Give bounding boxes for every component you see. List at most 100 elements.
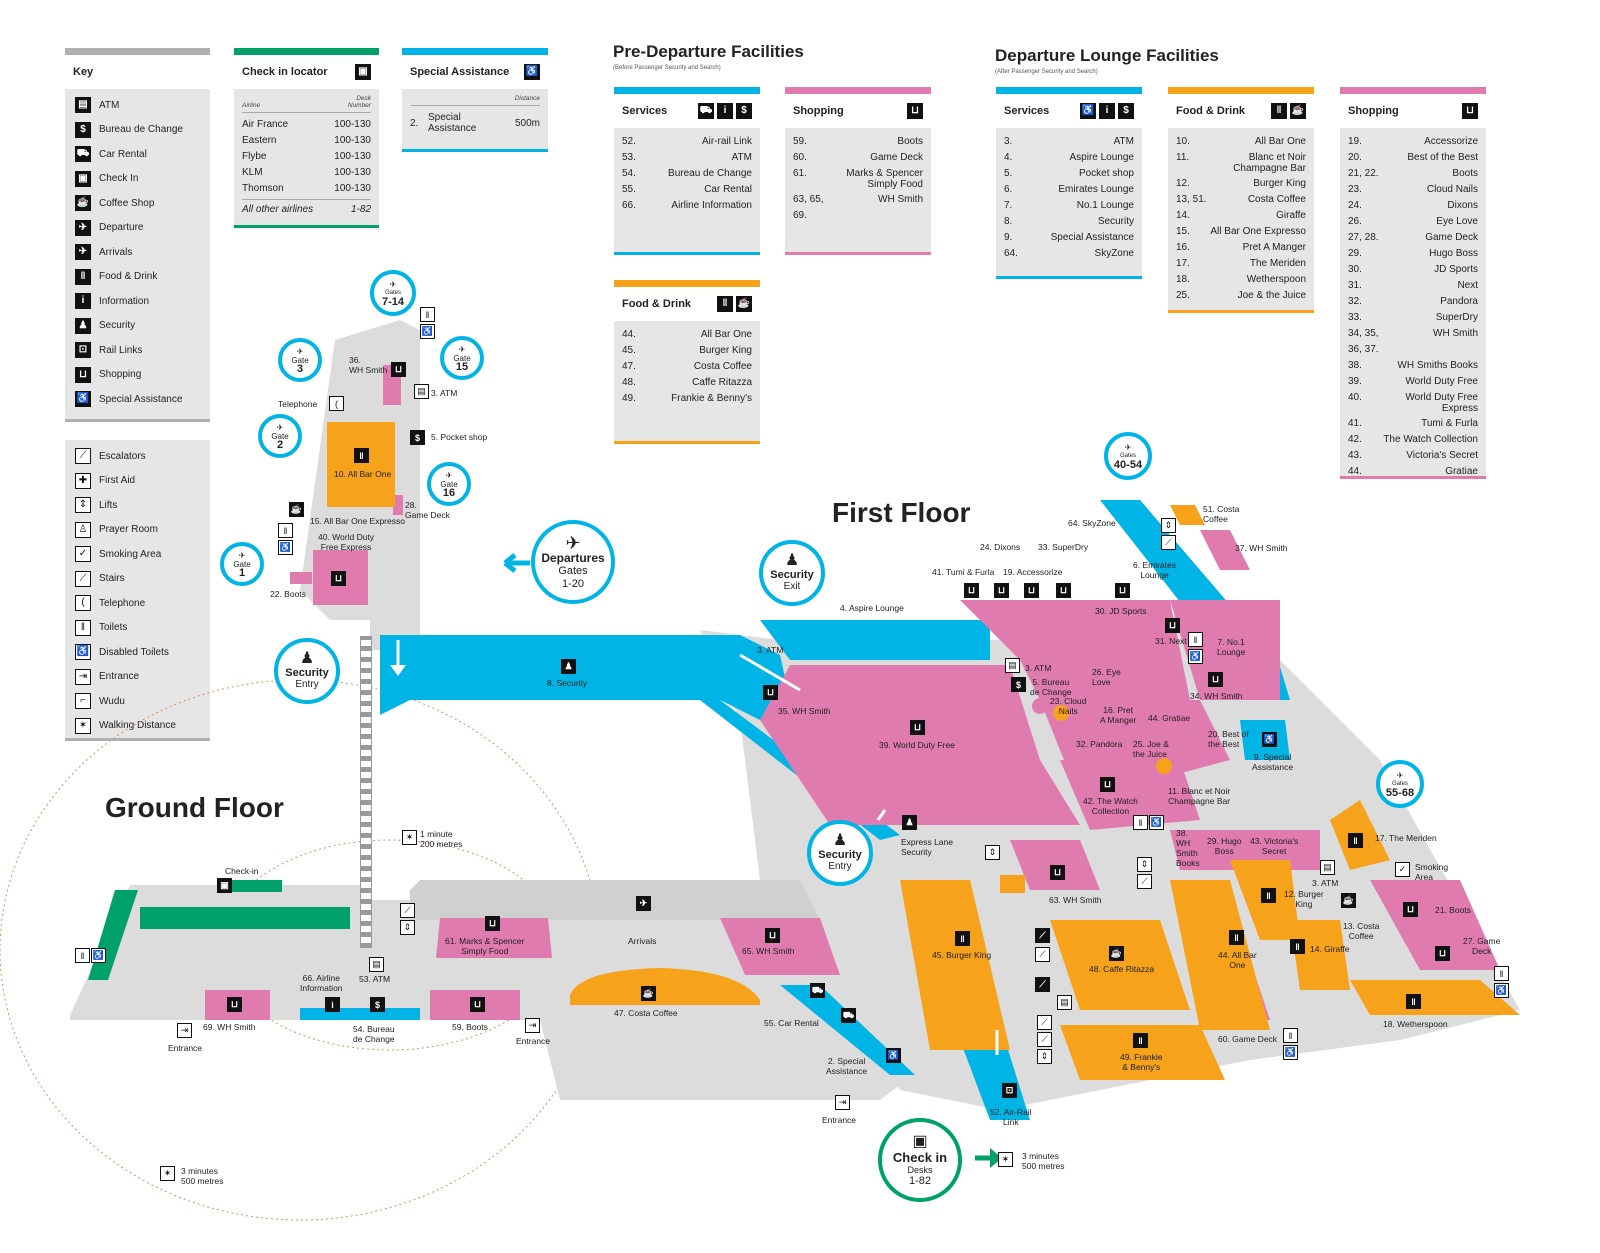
facility-number: 29. [1348, 248, 1362, 259]
facility-row: 33.SuperDry [1348, 310, 1478, 326]
lifts-icon: ⇕ [1037, 1049, 1052, 1064]
facility-name: Wetherspoon [1246, 274, 1306, 285]
facility-name: Security [1097, 216, 1134, 227]
facility-name: ATM [731, 152, 752, 163]
facility-row: 17.The Meriden [1176, 256, 1306, 272]
security-exit-title: Security [770, 569, 814, 581]
facility-number: 3. [1004, 136, 1013, 147]
facility-row: 61.Marks & Spencer Simply Food [793, 166, 923, 192]
special-assistance-icon: ♿ [1262, 732, 1277, 747]
checkin-desk: 100-130 [334, 183, 371, 194]
shop-label: 66. Airline Information [300, 973, 343, 993]
key-divider [65, 419, 210, 422]
facility-number: 41. [1348, 418, 1362, 429]
facility-row: 27, 28.Game Deck [1348, 230, 1478, 246]
toilets-icon: ǁ [75, 619, 91, 636]
check-in-circle[interactable]: ▣ Check in Desks 1-82 [878, 1118, 962, 1202]
facility-row: 24.Dixons [1348, 198, 1478, 214]
facility-name: All Bar One [1254, 136, 1306, 147]
smoking-area-icon: ✓ [1395, 862, 1410, 877]
gates-number: 2 [276, 438, 284, 451]
escalators-icon: ⟋ [1037, 1015, 1052, 1030]
gates-label: Gates [1391, 780, 1408, 787]
shopping-icon: ⊔ [910, 720, 925, 735]
departure-lounge-subtitle: (After Passenger Security and Search) [995, 69, 1098, 75]
shop-label: 3. ATM [431, 388, 458, 398]
key-item: $Bureau de Change [65, 118, 210, 143]
facility-row: 11.Blanc et Noir Champagne Bar [1176, 150, 1306, 176]
facility-name: Game Deck [870, 152, 923, 163]
facility-row: 47.Costa Coffee [622, 359, 752, 375]
shop-label: 12. Burger King [1284, 889, 1324, 909]
facility-number: 16. [1176, 242, 1190, 253]
facility-name: Air-rail Link [701, 136, 752, 147]
facility-name: World Duty Free [1405, 376, 1478, 387]
key-title: Key [65, 55, 210, 89]
shop-label: 10. All Bar One [334, 469, 392, 479]
disabled-toilets-icon: ♿ [1149, 815, 1164, 830]
facility-row: 64.SkyZone [1004, 246, 1134, 262]
shop-label: 45. Burger King [932, 950, 992, 960]
security-entry-left-circle[interactable]: ♟ Security Entry [274, 638, 340, 704]
facility-name: Car Rental [704, 184, 752, 195]
facility-row: 44.Gratiae [1348, 464, 1478, 480]
facility-name: JD Sports [1434, 264, 1478, 275]
pre-shopping-title: Shopping [793, 105, 844, 117]
arrivals-label: Arrivals [628, 936, 657, 946]
escalators-icon: ⟋ [1037, 1032, 1052, 1047]
shop-label: 7. No.1 Lounge [1217, 637, 1246, 657]
plane-icon: ✈ [276, 422, 284, 432]
gates-number: 1 [238, 566, 246, 579]
shopping-icon: ⊔ [75, 366, 91, 383]
security-entry-mid-circle[interactable]: ♟ Security Entry [807, 820, 873, 886]
shop-label: 34. WH Smith [1190, 691, 1243, 701]
shopping-icon: ⊔ [1208, 672, 1223, 687]
facility-number: 48. [622, 377, 636, 388]
shop-label: 42. The Watch Collection [1083, 796, 1138, 816]
facility-number: 18. [1176, 274, 1190, 285]
special-assistance-icon: ♿ [75, 391, 91, 408]
check-in-title: Check in [892, 1149, 948, 1165]
key-item-label: Walking Distance [99, 720, 176, 732]
disabled-toilets-icon: ♿ [420, 324, 435, 339]
key-item-label: Bureau de Change [99, 124, 183, 136]
facility-row: 54.Bureau de Change [622, 166, 752, 182]
disabled-toilets-icon: ♿ [75, 644, 91, 661]
shopping-icon: ⊔ [1435, 946, 1450, 961]
facility-name: Burger King [1253, 178, 1306, 189]
security-exit-circle[interactable]: ♟ Security Exit [759, 540, 825, 606]
facility-name: Accessorize [1424, 136, 1478, 147]
key-gap [65, 422, 210, 440]
key-item-label: Escalators [99, 450, 146, 462]
key-top-bar [65, 48, 210, 55]
shop-label: 17. The Meriden [1375, 833, 1437, 843]
departures-circle[interactable]: ✈ Departures Gates 1-20 [531, 520, 615, 604]
facility-number: 5. [1004, 168, 1013, 179]
security-icon: ♟ [784, 552, 800, 569]
key-item: (Telephone [65, 591, 210, 616]
facility-number: 33. [1348, 312, 1362, 323]
key-item: ♿Special Assistance [65, 387, 210, 412]
facility-number: 9. [1004, 232, 1013, 243]
shopping-icon: ⊔ [765, 928, 780, 943]
facility-name: Pandora [1440, 296, 1478, 307]
facility-row: 40.World Duty Free Express [1348, 390, 1478, 416]
key-item-label: Coffee Shop [99, 197, 155, 209]
toilets-icon: ǁ [420, 307, 435, 322]
